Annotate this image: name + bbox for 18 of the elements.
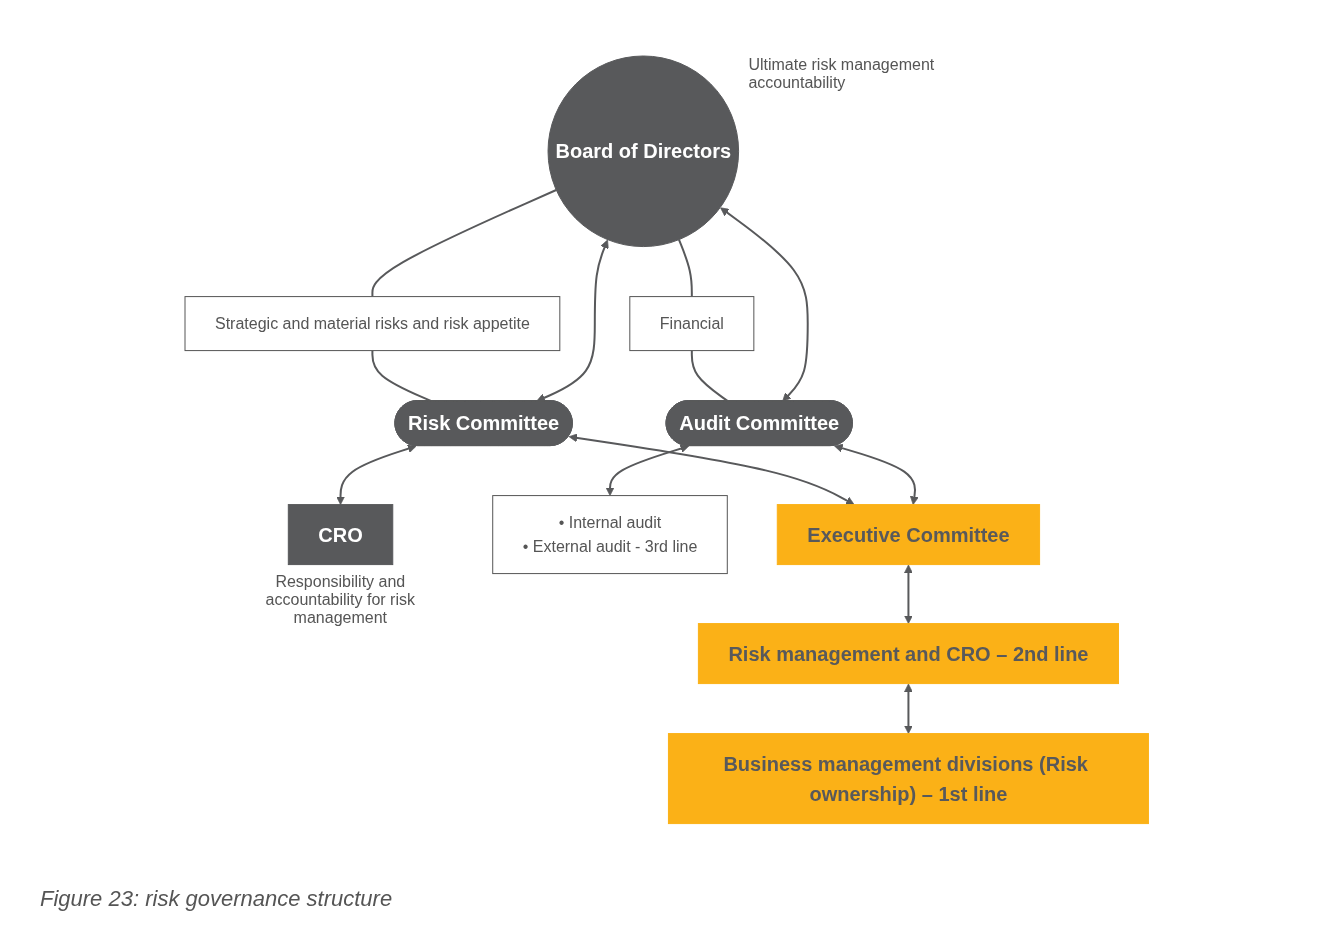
connector xyxy=(371,189,557,298)
connector xyxy=(677,238,693,298)
node-circle: Board of Directors xyxy=(547,55,739,248)
arrow xyxy=(568,433,855,506)
arrow xyxy=(903,683,913,735)
arrow xyxy=(335,444,417,506)
arrow xyxy=(833,444,919,506)
node-box: CRO xyxy=(287,504,394,566)
node-box: Executive Committee xyxy=(776,504,1040,566)
figure-caption: Figure 23: risk governance structure xyxy=(40,886,394,912)
arrow xyxy=(903,564,913,625)
node-box: Business management divisions (Risk ownership) – 1st line xyxy=(667,733,1149,825)
node-box: Risk management and CRO – 2nd line xyxy=(697,623,1119,685)
arrow xyxy=(605,444,689,497)
node-box: Financial xyxy=(629,296,755,352)
node-box: • Internal audit • External audit - 3rd line xyxy=(492,495,728,575)
arrow xyxy=(719,207,809,402)
node-box: Strategic and material risks and risk appetite xyxy=(184,296,561,352)
